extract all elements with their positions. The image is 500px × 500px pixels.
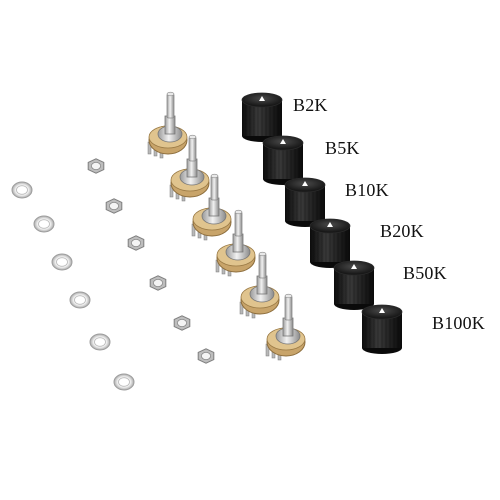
washer — [89, 333, 111, 351]
hex-nut — [197, 348, 215, 364]
knob — [309, 218, 351, 268]
value-label-b100k: B100K — [432, 313, 486, 333]
potentiometer — [265, 293, 306, 361]
potentiometer — [191, 173, 232, 241]
potentiometer — [239, 251, 280, 319]
knob — [361, 304, 403, 354]
knob-group — [241, 92, 403, 354]
washer — [11, 181, 33, 199]
washer — [51, 253, 73, 271]
potentiometer — [147, 91, 188, 159]
value-label-b50k: B50K — [403, 263, 447, 283]
washer — [33, 215, 55, 233]
washer — [113, 373, 135, 391]
knob — [284, 177, 326, 227]
hex-nut — [149, 275, 167, 291]
washer-group — [11, 181, 135, 391]
washer — [69, 291, 91, 309]
knob — [333, 260, 375, 310]
potentiometer — [215, 209, 256, 277]
hex-nut — [105, 198, 123, 214]
value-label-b10k: B10K — [345, 180, 389, 200]
potentiometer-group — [147, 91, 306, 361]
hex-nut — [173, 315, 191, 331]
hex-nut — [87, 158, 105, 174]
value-label-b20k: B20K — [380, 221, 424, 241]
nut-group — [87, 158, 215, 364]
hex-nut — [127, 235, 145, 251]
knob — [241, 92, 283, 142]
value-label-b2k: B2K — [293, 95, 328, 115]
knob — [262, 135, 304, 185]
value-label-b5k: B5K — [325, 138, 360, 158]
potentiometer — [169, 134, 210, 202]
